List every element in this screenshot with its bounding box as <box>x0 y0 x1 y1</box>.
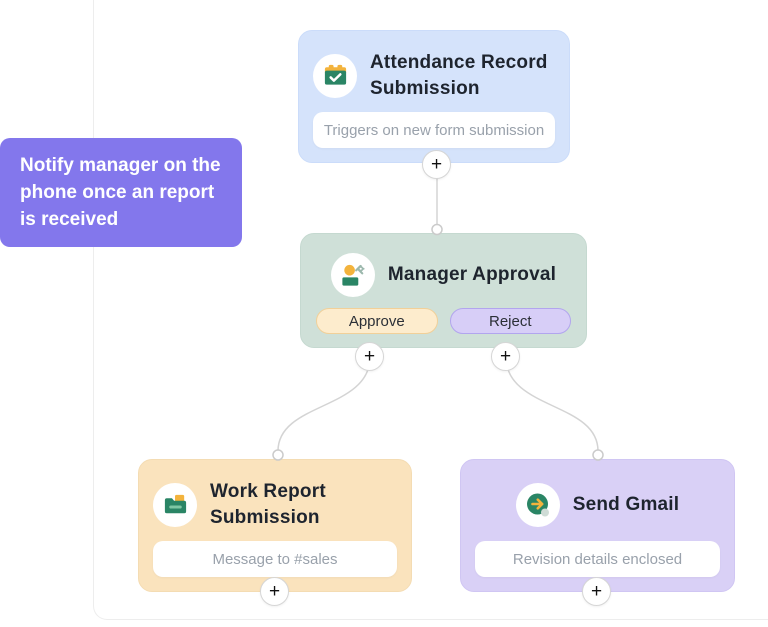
calendar-check-icon <box>313 53 357 98</box>
approve-button[interactable]: Approve <box>316 308 438 334</box>
add-step-button[interactable]: + <box>422 150 451 179</box>
add-step-button-send-gmail[interactable]: + <box>582 577 611 606</box>
node-manager-approval[interactable]: Manager Approval Approve Reject <box>300 233 587 348</box>
reject-button[interactable]: Reject <box>449 308 571 334</box>
add-step-button-approve-branch[interactable]: + <box>355 342 384 371</box>
user-gear-icon <box>330 253 375 297</box>
node-header: Work Report Submission <box>139 460 411 541</box>
trigger-field[interactable]: Triggers on new form submission <box>313 112 555 148</box>
add-step-button-work-report[interactable]: + <box>260 577 289 606</box>
approval-buttons: Approve Reject <box>316 308 571 334</box>
tooltip-note-text: Notify manager on the phone once an repo… <box>20 155 221 230</box>
send-gmail-field[interactable]: Revision details enclosed <box>475 541 720 577</box>
send-arrow-icon <box>515 482 560 527</box>
work-report-field[interactable]: Message to #sales <box>153 541 397 577</box>
add-step-button-reject-branch[interactable]: + <box>491 342 520 371</box>
node-title: Send Gmail <box>572 493 680 515</box>
node-header: Manager Approval <box>301 234 586 308</box>
node-title: Manager Approval <box>387 264 557 285</box>
node-send-gmail[interactable]: Send Gmail Revision details enclosed <box>460 459 735 592</box>
folder-icon <box>153 482 197 527</box>
node-header: Attendance Record Submission <box>299 31 569 112</box>
node-title: Attendance Record Submission <box>370 51 548 99</box>
tooltip-note: Notify manager on the phone once an repo… <box>0 138 242 247</box>
node-attendance-record-submission[interactable]: Attendance Record Submission Triggers on… <box>298 30 570 163</box>
node-work-report-submission[interactable]: Work Report Submission Message to #sales <box>138 459 412 592</box>
node-header: Send Gmail <box>461 460 734 541</box>
node-title: Work Report Submission <box>210 480 326 528</box>
